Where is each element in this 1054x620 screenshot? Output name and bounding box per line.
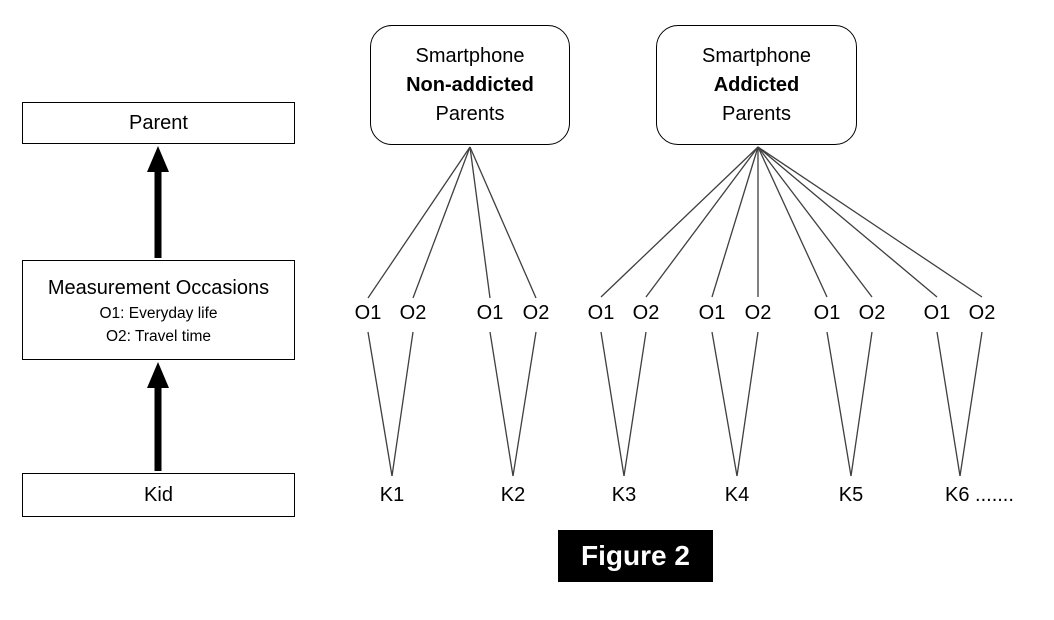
occasion-label-o1-k6: O1: [923, 302, 951, 324]
fan-line: [367, 146, 471, 299]
kid-label-k1: K1: [379, 484, 405, 506]
kid-label-k5: K5: [838, 484, 864, 506]
arrow-kid-to-occasions: [147, 362, 169, 471]
occasion-label-o1-k5: O1: [813, 302, 841, 324]
group-line2: Non-addicted: [406, 73, 534, 96]
fan-line: [469, 146, 491, 299]
v-line: [623, 331, 647, 477]
occasion-label-o2-k3: O2: [632, 302, 660, 324]
v-line: [736, 331, 759, 477]
parent-box-label: Parent: [129, 111, 188, 134]
fan-line: [600, 146, 759, 298]
measurement-occasions-title: Measurement Occasions: [47, 277, 270, 299]
fan-line: [412, 146, 471, 299]
kid-label-k6: K6 .......: [945, 484, 1014, 506]
fan-line: [757, 146, 828, 298]
group-line2: Addicted: [713, 73, 800, 96]
kid-box: Kid: [22, 473, 295, 517]
kid-label-k3: K3: [611, 484, 637, 506]
fan-non-addicted: [367, 146, 537, 299]
group-line3: Parents: [435, 102, 505, 125]
group-line3: Parents: [722, 102, 791, 125]
fan-line: [757, 146, 873, 298]
occasion-label-o1-k2: O1: [476, 302, 504, 324]
occasion-label-o2-k4: O2: [744, 302, 772, 324]
occasion-label-o2-k2: O2: [522, 302, 550, 324]
measurement-occasions-box: Measurement Occasions O1: Everyday life …: [22, 260, 295, 360]
v-line: [391, 331, 414, 477]
fan-addicted: [600, 146, 983, 298]
occasion-label-o2-k6: O2: [968, 302, 996, 324]
fan-line: [711, 146, 759, 298]
group-box-addicted: Smartphone Addicted Parents: [656, 25, 857, 145]
group-line1: Smartphone: [415, 44, 525, 67]
v-line: [826, 331, 852, 477]
occasion-label-o2-k1: O2: [399, 302, 427, 324]
v-line: [367, 331, 393, 477]
group-box-non-addicted: Smartphone Non-addicted Parents: [370, 25, 570, 145]
occasion-label-o1-k1: O1: [354, 302, 382, 324]
v-line: [489, 331, 514, 477]
fan-line: [757, 146, 983, 298]
v-line: [711, 331, 738, 477]
occasion-item-o2: O2: Travel time: [105, 328, 212, 345]
fan-line: [645, 146, 759, 298]
occasion-label-o2-k5: O2: [858, 302, 886, 324]
fan-line: [757, 146, 938, 298]
occasion-label-o1-k3: O1: [587, 302, 615, 324]
v-line: [850, 331, 873, 477]
v-line: [959, 331, 983, 477]
v-line: [600, 331, 625, 477]
figure-caption-text: Figure 2: [581, 540, 690, 571]
group-line1: Smartphone: [702, 44, 811, 67]
v-line: [936, 331, 961, 477]
arrow-occasions-to-parent: [147, 146, 169, 258]
occasion-kid-links: [367, 331, 983, 477]
fan-line: [469, 146, 537, 299]
kid-box-label: Kid: [144, 483, 173, 506]
kid-label-k2: K2: [500, 484, 526, 506]
occasion-label-o1-k4: O1: [698, 302, 726, 324]
v-line: [512, 331, 537, 477]
kid-label-k4: K4: [724, 484, 750, 506]
figure-caption: Figure 2: [558, 530, 713, 582]
occasion-item-o1: O1: Everyday life: [99, 305, 218, 322]
parent-box: Parent: [22, 102, 295, 144]
